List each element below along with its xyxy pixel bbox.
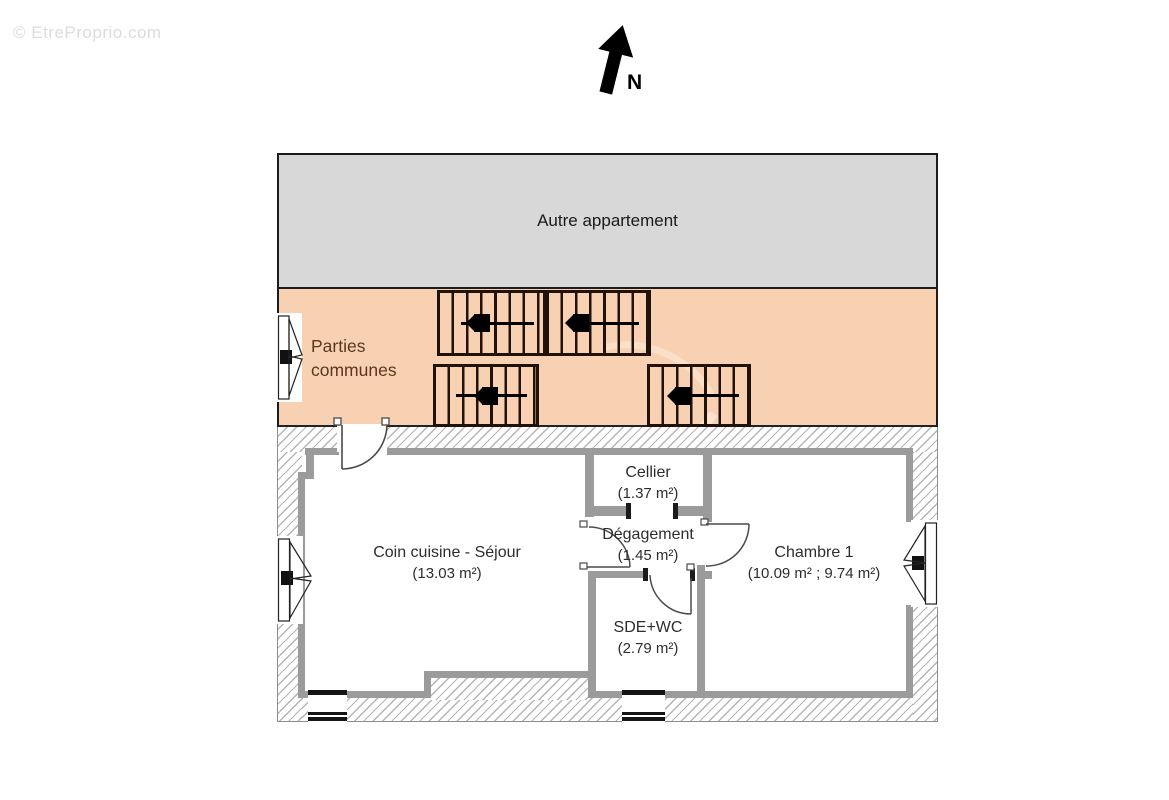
wall-segment — [306, 448, 314, 479]
common-areas-label-line1: Parties — [311, 336, 366, 356]
common-areas-label: Parties communes — [311, 334, 461, 382]
room-name: SDE+WC — [613, 619, 683, 636]
room-area: (1.45 m²) — [617, 547, 679, 564]
exterior-wall-bottom — [302, 698, 913, 722]
other-apartment-label: Autre appartement — [537, 211, 678, 230]
wall-segment — [585, 452, 594, 517]
room-name: Coin cuisine - Séjour — [373, 544, 521, 561]
north-label: N — [627, 71, 643, 94]
wall-segment — [588, 691, 626, 698]
bottom-window-icon — [622, 687, 665, 723]
window-frame-bar — [308, 712, 347, 715]
room-label-chambre-1: Chambre 1 (10.09 m² ; 9.74 m²) — [714, 542, 914, 584]
wall-segment — [588, 571, 596, 698]
staircase-icon — [647, 364, 751, 427]
room-area: (1.37 m²) — [617, 485, 679, 502]
wall-segment — [585, 506, 626, 516]
wall-segment — [298, 472, 314, 479]
room-label-coin-cuisine-sejour: Coin cuisine - Séjour (13.03 m²) — [337, 542, 557, 584]
wall-segment — [588, 571, 643, 578]
stair-direction-arrow — [460, 321, 534, 325]
room-area: (13.03 m²) — [412, 565, 482, 582]
wall-segment — [344, 691, 431, 698]
staircase-icon — [437, 290, 546, 356]
window-frame-bar — [622, 712, 665, 715]
common-areas-label-line2: communes — [311, 360, 397, 380]
wall-segment — [697, 565, 705, 698]
wall-segment — [906, 605, 913, 698]
window-frame-bar — [622, 690, 665, 695]
window-opening — [276, 536, 303, 624]
room-area: (10.09 m² ; 9.74 m²) — [747, 565, 881, 582]
wall-segment — [661, 691, 913, 698]
room-name: Dégagement — [602, 526, 694, 543]
door-post — [673, 503, 678, 519]
window-frame-bar — [308, 690, 347, 695]
window-opening — [276, 313, 302, 402]
stair-direction-arrow — [568, 321, 640, 325]
zone-other-apartment: Autre appartement — [277, 153, 938, 289]
door-post — [643, 568, 648, 581]
stair-direction-arrow-head — [465, 314, 490, 332]
wall-segment — [298, 691, 312, 698]
stair-direction-arrow-head — [564, 314, 589, 332]
wall-segment — [677, 506, 712, 516]
window-frame-bar — [308, 717, 347, 721]
window-frame-bar — [622, 717, 665, 721]
door-post — [690, 568, 695, 581]
room-label-sde-wc: SDE+WC (2.79 m²) — [584, 617, 712, 659]
entrance-door-opening — [337, 424, 387, 452]
wall-segment — [906, 448, 913, 522]
window-opening — [911, 520, 939, 607]
door-post — [626, 503, 631, 519]
staircase-icon — [546, 290, 651, 356]
site-watermark: © EtreProprio.com — [13, 23, 162, 42]
stair-direction-arrow — [669, 394, 740, 397]
wall-segment — [424, 671, 431, 698]
exterior-wall-notch — [431, 676, 588, 700]
bottom-window-icon — [308, 687, 347, 723]
door-swing-icon — [649, 563, 695, 615]
room-label-cellier: Cellier (1.37 m²) — [575, 462, 721, 504]
wall-segment — [424, 671, 592, 678]
room-label-degagement: Dégagement (1.45 m²) — [563, 524, 733, 566]
wall-segment — [703, 452, 712, 522]
stair-direction-arrow-head — [474, 386, 498, 405]
room-name: Chambre 1 — [774, 544, 854, 561]
room-name: Cellier — [625, 464, 671, 481]
stair-direction-arrow-head — [667, 386, 692, 405]
wall-segment — [305, 448, 339, 455]
staircase-icon — [433, 364, 539, 427]
wall-segment — [387, 448, 913, 455]
wall-segment — [697, 571, 712, 579]
room-area: (2.79 m²) — [617, 640, 679, 657]
